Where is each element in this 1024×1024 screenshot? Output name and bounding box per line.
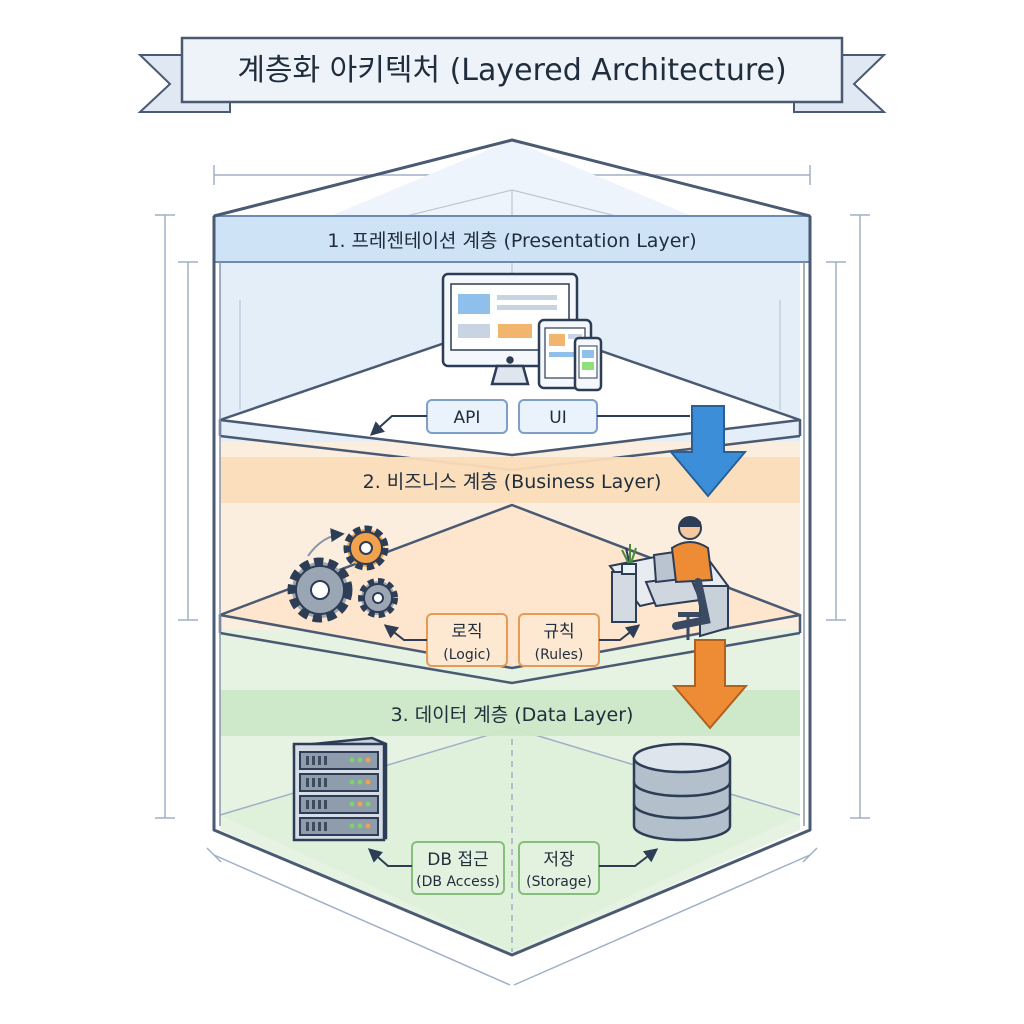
svg-text:로직: 로직 — [451, 622, 482, 642]
person-at-desk-icon — [608, 516, 730, 640]
svg-text:(DB Access): (DB Access) — [416, 874, 500, 890]
business-layer-label: 2. 비즈니스 계층 (Business Layer) — [363, 471, 662, 493]
svg-text:API: API — [454, 408, 481, 428]
data-flow-arrows — [367, 848, 659, 867]
svg-text:규칙: 규칙 — [543, 622, 574, 642]
building-outline — [212, 138, 812, 957]
presentation-layer-label: 1. 프레젠테이션 계층 (Presentation Layer) — [327, 230, 696, 252]
desktop-tablet-phone-icon — [441, 272, 603, 392]
svg-text:저장: 저장 — [543, 850, 575, 870]
api-tag: API — [426, 399, 508, 434]
svg-text:DB 접근: DB 접근 — [427, 850, 488, 870]
db-access-tag: DB 접근 (DB Access) — [411, 841, 505, 895]
gears-icon — [287, 525, 398, 623]
svg-text:(Rules): (Rules) — [535, 647, 584, 663]
storage-tag: 저장 (Storage) — [518, 841, 600, 895]
database-icon — [632, 742, 732, 842]
presentation-flow-arrows — [369, 415, 690, 436]
down-arrow-orange-icon — [671, 639, 749, 730]
business-flow-arrows — [383, 624, 641, 641]
data-layer-label: 3. 데이터 계층 (Data Layer) — [391, 704, 634, 726]
title-banner: 계층화 아키텍처 (Layered Architecture) — [137, 36, 887, 113]
logic-tag: 로직 (Logic) — [426, 613, 508, 667]
svg-text:UI: UI — [549, 408, 566, 428]
svg-text:(Logic): (Logic) — [443, 647, 491, 663]
svg-text:(Storage): (Storage) — [526, 874, 592, 890]
page-title: 계층화 아키텍처 (Layered Architecture) — [237, 53, 786, 88]
ui-tag: UI — [518, 399, 598, 434]
down-arrow-blue-icon — [668, 405, 748, 498]
presentation-layer-band: 1. 프레젠테이션 계층 (Presentation Layer) — [213, 215, 811, 263]
rules-tag: 규칙 (Rules) — [518, 613, 600, 667]
server-rack-icon — [292, 736, 388, 842]
